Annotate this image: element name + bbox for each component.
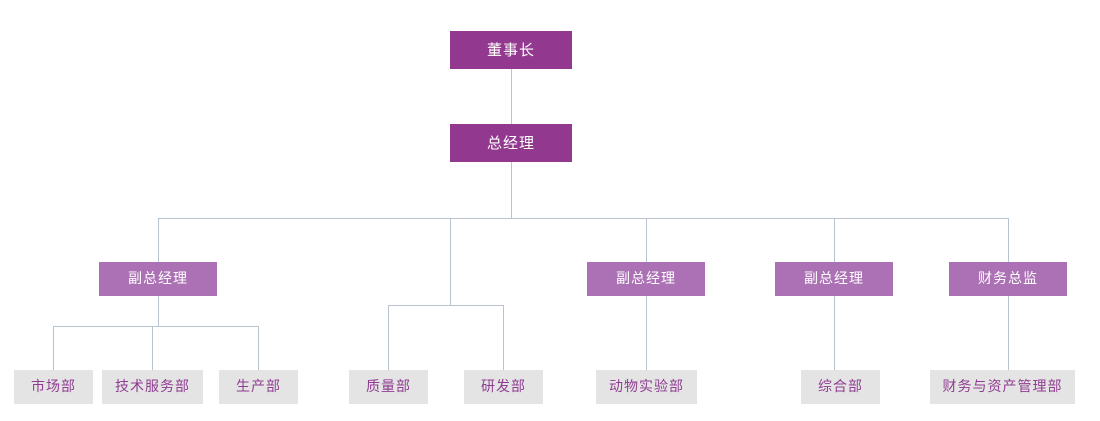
node-deputy-general-manager-1[interactable]: 副总经理	[99, 262, 217, 296]
connector-middle-to-quality	[388, 305, 389, 370]
connector-bus-drop-finance-director	[1008, 218, 1009, 262]
node-chairman[interactable]: 董事长	[450, 31, 572, 69]
connector-deputy-1-to-marketing	[53, 326, 54, 370]
node-general-affairs-department[interactable]: 综合部	[801, 370, 880, 404]
connector-chairman-to-general-manager	[511, 69, 512, 124]
connector-main-horizontal-bus	[158, 218, 1008, 219]
connector-deputy-1-to-production	[258, 326, 259, 370]
connector-deputy-1-bus	[53, 326, 258, 327]
node-animal-laboratory-department[interactable]: 动物实验部	[596, 370, 697, 404]
node-quality-department[interactable]: 质量部	[349, 370, 428, 404]
connector-bus-drop-deputy-1	[158, 218, 159, 262]
connector-middle-to-rd	[503, 305, 504, 370]
node-general-manager[interactable]: 总经理	[450, 124, 572, 162]
connector-deputy-1-drop	[158, 296, 159, 326]
connector-finance-director-to-finance-asset	[1008, 296, 1009, 370]
node-rd-department[interactable]: 研发部	[464, 370, 543, 404]
connector-deputy-2-to-animal-lab	[646, 296, 647, 370]
node-finance-asset-management-department[interactable]: 财务与资产管理部	[930, 370, 1075, 404]
connector-middle-branch-bus	[388, 305, 503, 306]
connector-bus-drop-deputy-2	[646, 218, 647, 262]
node-production-department[interactable]: 生产部	[219, 370, 298, 404]
node-deputy-general-manager-2[interactable]: 副总经理	[587, 262, 705, 296]
connector-general-manager-drop	[511, 162, 512, 218]
node-deputy-general-manager-3[interactable]: 副总经理	[775, 262, 893, 296]
node-marketing-department[interactable]: 市场部	[14, 370, 93, 404]
connector-deputy-3-to-general-affairs	[834, 296, 835, 370]
node-technical-service-department[interactable]: 技术服务部	[102, 370, 203, 404]
connector-bus-drop-quality-rd-branch	[450, 218, 451, 305]
connector-bus-drop-deputy-3	[834, 218, 835, 262]
connector-deputy-1-to-tech-service	[152, 326, 153, 370]
node-finance-director[interactable]: 财务总监	[949, 262, 1067, 296]
